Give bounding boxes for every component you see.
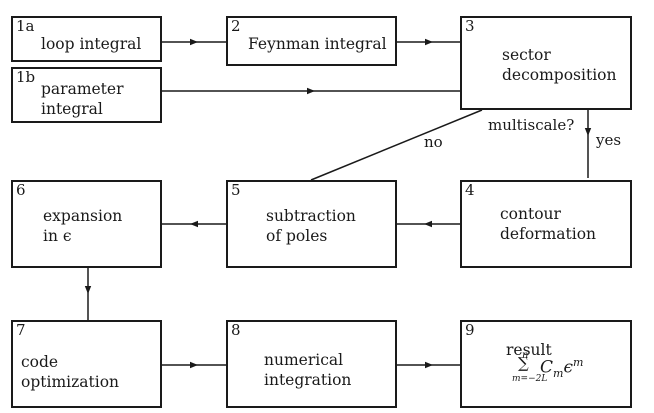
box-6-label-line2: in ϵ — [43, 227, 72, 245]
box-4-label-line1: contour — [500, 205, 561, 223]
box-7-code-optimization: 7 code optimization — [11, 320, 162, 408]
epsilon-superscript: m — [572, 356, 584, 369]
sum-term: Cmϵm — [540, 356, 583, 380]
result-sum-formula: n ∑ m=−2L Cmϵm — [512, 350, 632, 404]
multiscale-question-label: multiscale? — [488, 116, 575, 134]
box-5-label-line2: of poles — [266, 227, 328, 245]
box-6-label-line1: expansion — [43, 207, 123, 225]
box-9-result: 9 result n ∑ m=−2L Cmϵm — [460, 320, 632, 408]
yes-label: yes — [596, 131, 622, 149]
box-6-expansion-in-epsilon: 6 expansion in ϵ — [11, 180, 162, 268]
box-5-number: 5 — [231, 181, 241, 199]
box-5-subtraction-of-poles: 5 subtraction of poles — [226, 180, 397, 268]
box-6-number: 6 — [16, 181, 26, 199]
sum-sign: ∑ — [518, 354, 529, 372]
edge-3-to-5 — [310, 109, 483, 181]
box-9-label: result — [506, 341, 552, 359]
box-2-label: Feynman integral — [248, 35, 387, 53]
box-1b-parameter-integral: 1b parameter integral — [11, 67, 162, 123]
coef-symbol: C — [540, 357, 554, 378]
box-3-label-line1: sector — [502, 46, 551, 64]
box-8-number: 8 — [231, 321, 241, 339]
sum-lower-limit: m=−2L — [512, 374, 548, 384]
coef-subscript: m — [553, 367, 564, 381]
box-3-label-line2: decomposition — [502, 66, 617, 84]
box-8-numerical-integration: 8 numerical integration — [226, 320, 397, 408]
box-1a-label: loop integral — [41, 35, 142, 53]
box-4-number: 4 — [465, 181, 475, 199]
sum-upper-limit: n — [522, 350, 529, 361]
box-8-label-line2: integration — [264, 371, 352, 389]
box-9-number: 9 — [465, 321, 475, 339]
box-3-sector-decomposition: 3 sector decomposition — [460, 16, 632, 110]
box-7-number: 7 — [16, 321, 26, 339]
box-2-feynman-integral: 2 Feynman integral — [226, 16, 397, 66]
epsilon-symbol: ϵ — [563, 357, 573, 378]
box-1b-label-line2: integral — [41, 100, 103, 118]
box-1b-label-line1: parameter — [41, 80, 124, 98]
box-8-label-line1: numerical — [264, 351, 344, 369]
box-1a-loop-integral: 1a loop integral — [11, 16, 162, 62]
box-4-contour-deformation: 4 contour deformation — [460, 180, 632, 268]
box-7-label-line2: optimization — [21, 373, 120, 391]
box-4-label-line2: deformation — [500, 225, 597, 243]
box-1b-number: 1b — [16, 68, 36, 86]
no-label: no — [424, 133, 443, 151]
box-2-number: 2 — [231, 17, 241, 35]
box-3-number: 3 — [465, 17, 475, 35]
box-5-label-line1: subtraction — [266, 207, 356, 225]
box-7-label-line1: code — [21, 353, 59, 371]
box-1a-number: 1a — [16, 17, 35, 35]
